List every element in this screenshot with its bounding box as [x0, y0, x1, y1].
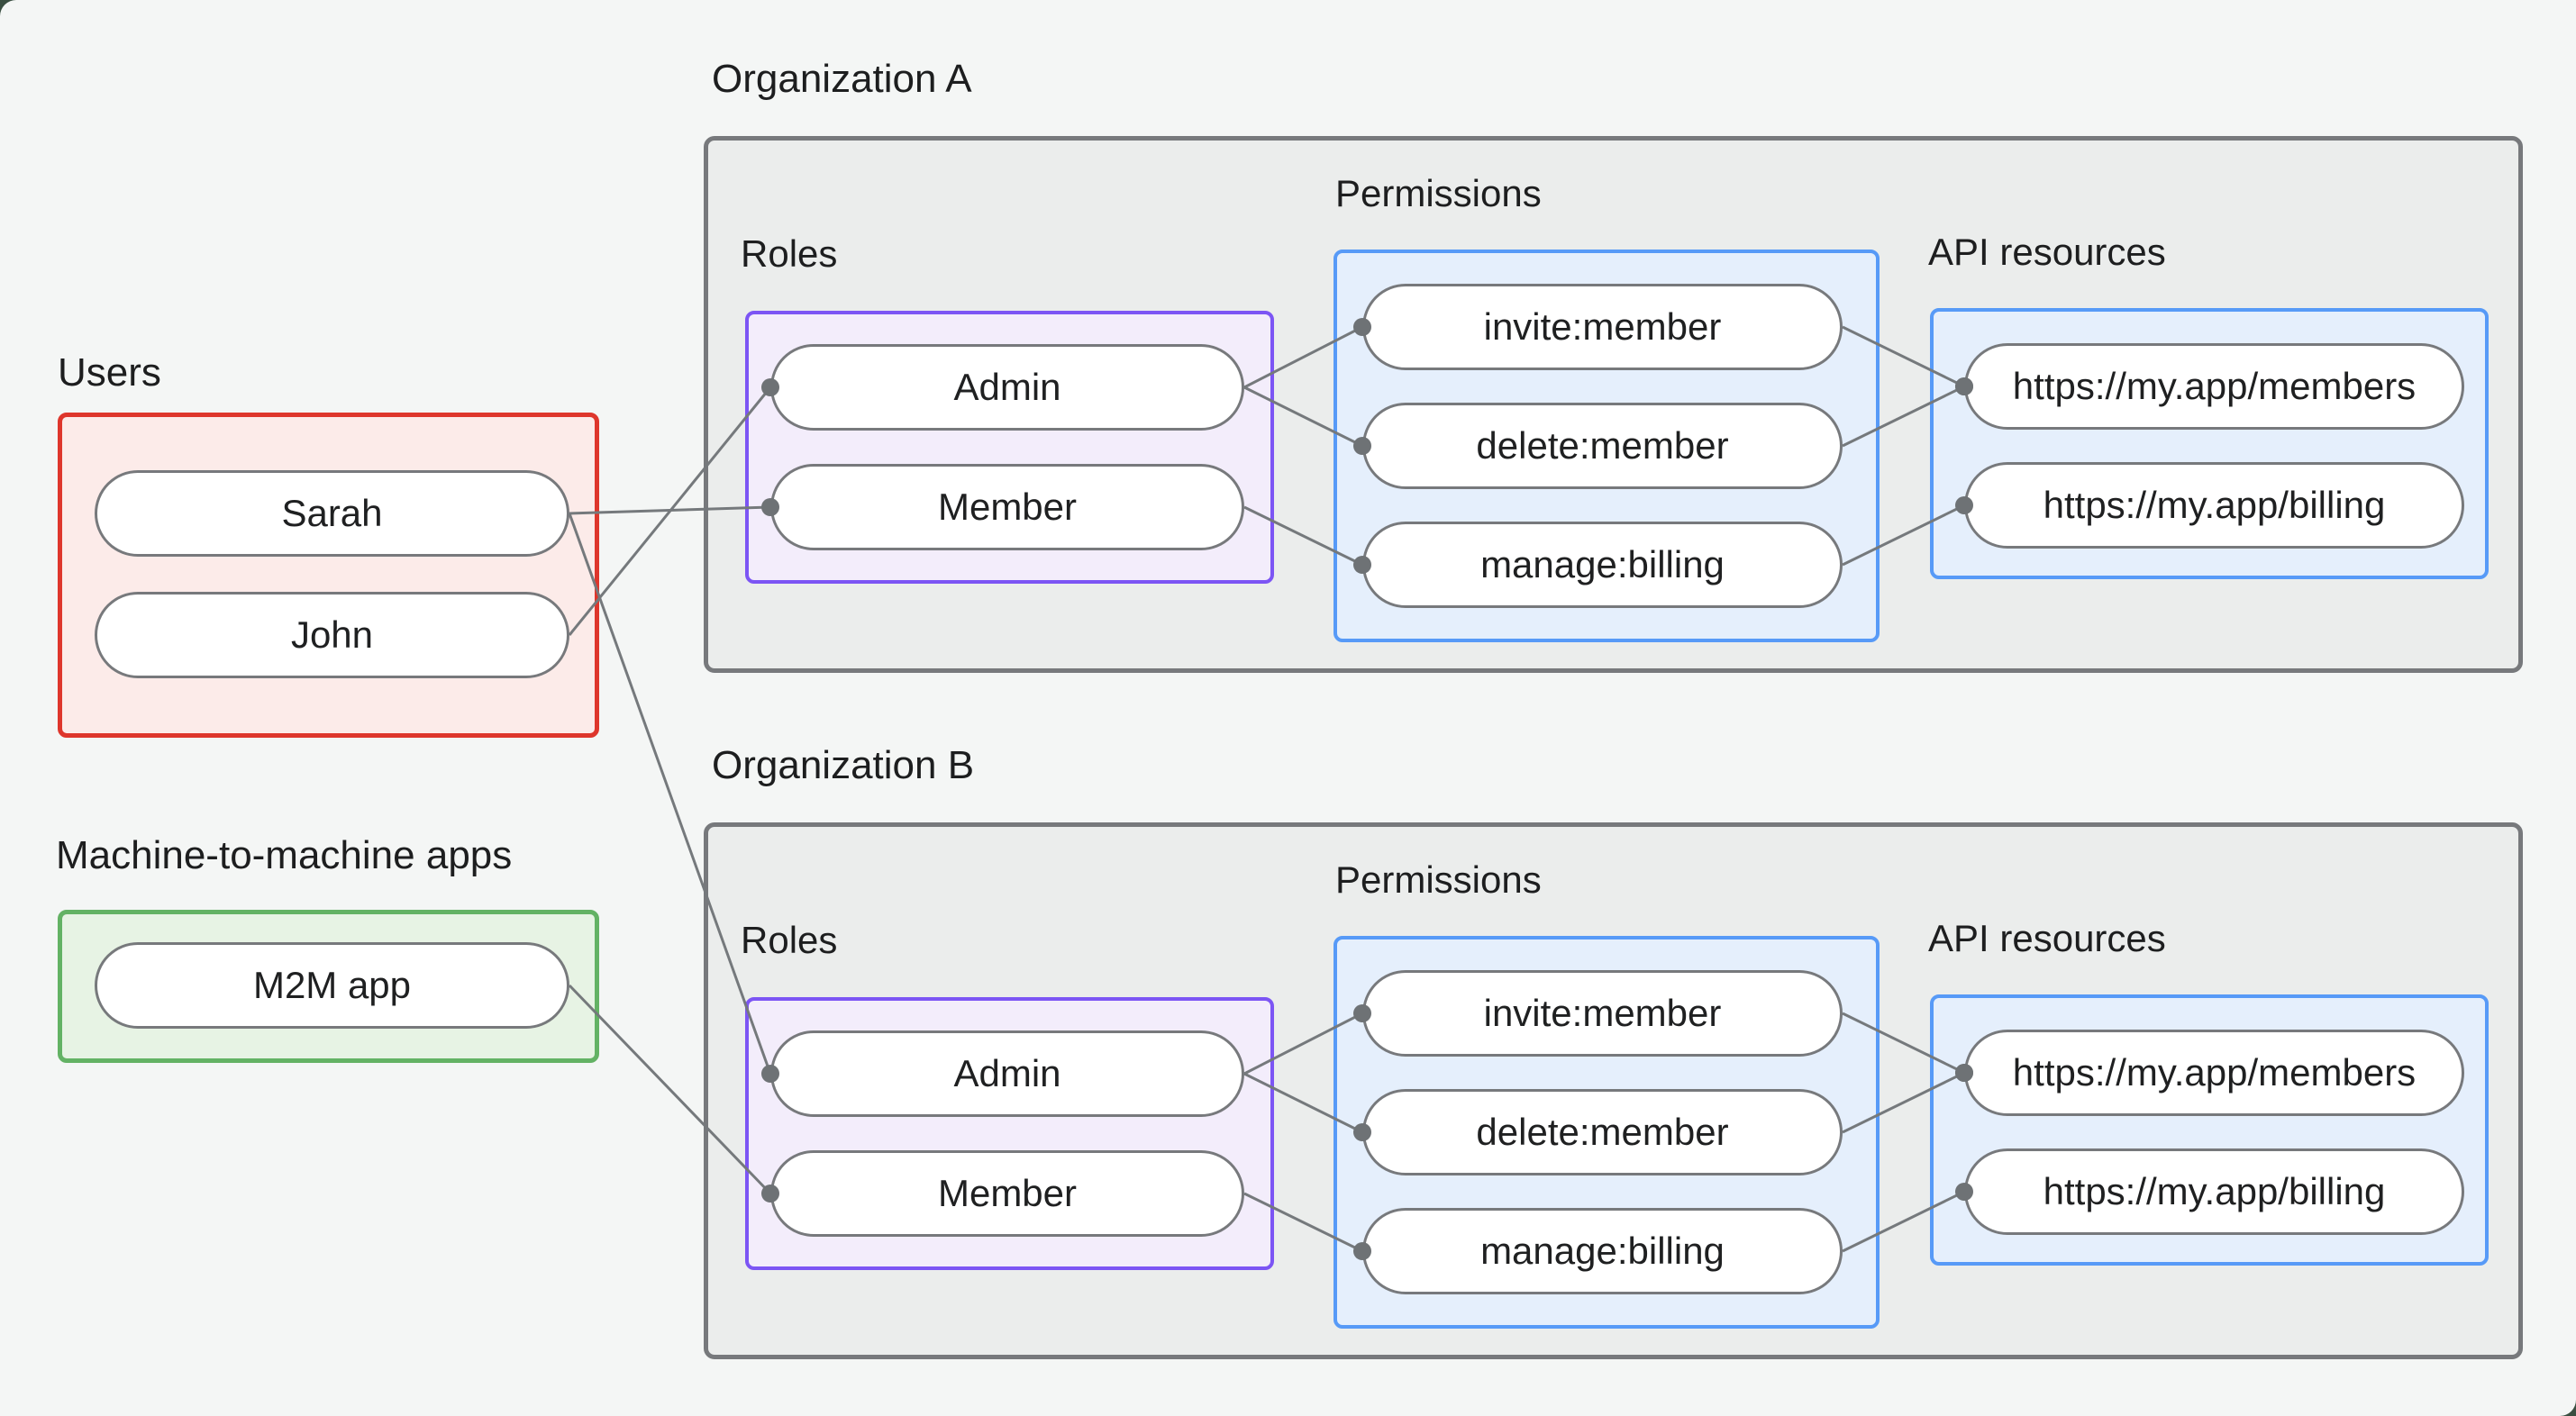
node-org-a-api-billing: https://my.app/billing [1964, 462, 2464, 549]
node-org-a-admin: Admin [770, 344, 1244, 431]
node-org-a-delete-member: delete:member [1362, 403, 1843, 489]
node-org-a-member: Member [770, 464, 1244, 550]
node-org-b-member: Member [770, 1150, 1244, 1237]
node-org-b-api-members: https://my.app/members [1964, 1030, 2464, 1116]
org-a-roles-label: Roles [741, 232, 838, 275]
node-m2m-app: M2M app [95, 942, 569, 1029]
node-org-b-api-billing: https://my.app/billing [1964, 1148, 2464, 1235]
node-user-john: John [95, 592, 569, 678]
org-b-api-resources-label: API resources [1928, 917, 2166, 959]
node-org-b-delete-member: delete:member [1362, 1089, 1843, 1175]
m2m-group-label: Machine-to-machine apps [56, 833, 513, 877]
org-a-api-resources-label: API resources [1928, 231, 2166, 273]
org-b-label: Organization B [712, 743, 975, 787]
node-org-a-invite-member: invite:member [1362, 284, 1843, 370]
node-org-b-invite-member: invite:member [1362, 970, 1843, 1057]
org-a-label: Organization A [712, 57, 972, 101]
node-org-a-api-members: https://my.app/members [1964, 343, 2464, 430]
node-org-b-admin: Admin [770, 1030, 1244, 1117]
node-user-sarah: Sarah [95, 470, 569, 557]
org-b-roles-label: Roles [741, 919, 838, 961]
node-org-a-manage-billing: manage:billing [1362, 522, 1843, 608]
org-b-permissions-label: Permissions [1335, 858, 1542, 901]
users-group-box [58, 413, 599, 738]
node-org-b-manage-billing: manage:billing [1362, 1208, 1843, 1294]
corner-artifact-top-left [0, 0, 16, 16]
corner-artifact-bottom-right [2560, 1400, 2576, 1416]
users-group-label: Users [58, 350, 161, 395]
org-a-permissions-label: Permissions [1335, 172, 1542, 214]
